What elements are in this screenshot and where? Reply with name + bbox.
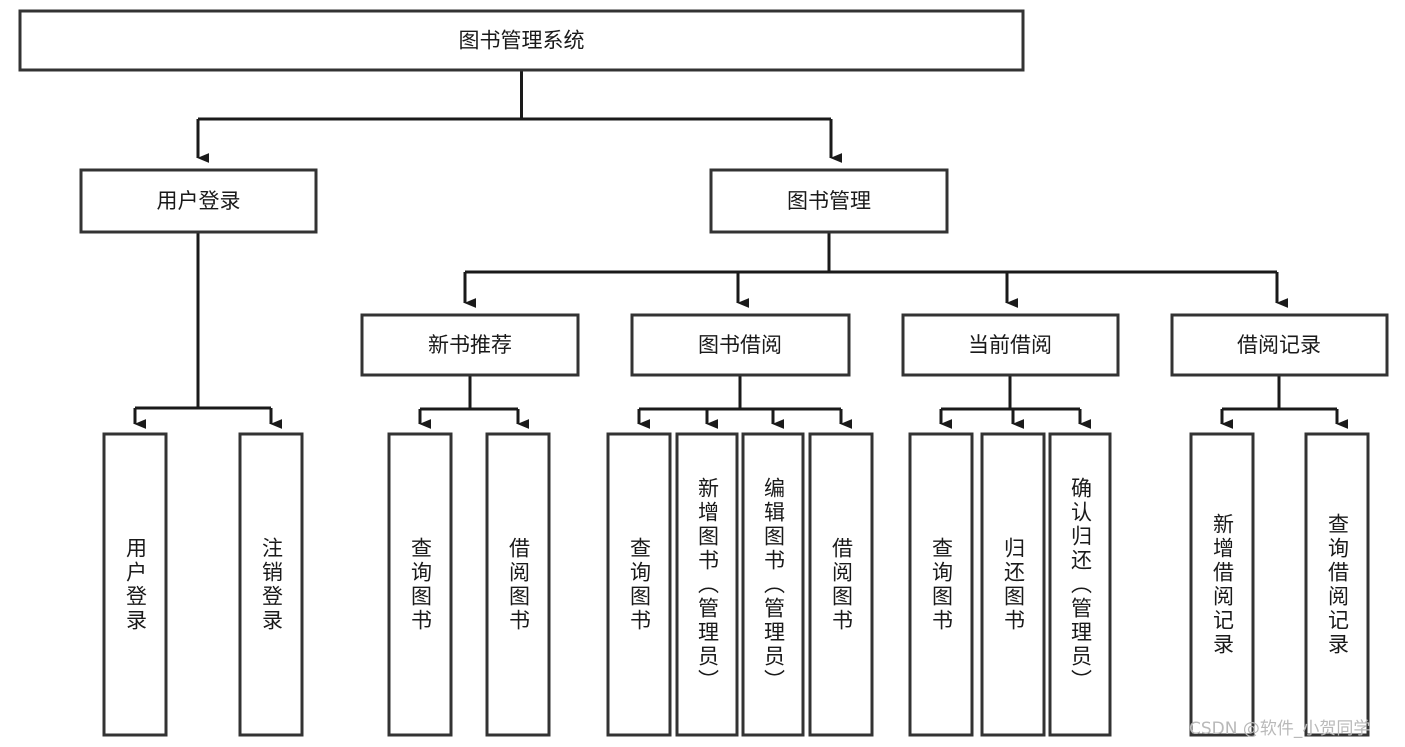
watermark-text: CSDN @软件_小贺同学 (1189, 719, 1371, 739)
node-root-label: 图书管理系统 (459, 29, 585, 53)
node-new-book-recommend-label: 新书推荐 (428, 333, 512, 357)
node-leaf-add-book-box[interactable] (675, 432, 739, 737)
connector-group-user-login-to-leaves (133, 232, 283, 429)
node-borrow-record-label: 借阅记录 (1237, 333, 1321, 357)
connector-group-borrow-record-to-leaves (1220, 375, 1349, 429)
connector-group-book-borrow-to-leaves (637, 375, 853, 429)
node-book-management-label: 图书管理 (787, 189, 871, 213)
node-user-login-box[interactable] (79, 168, 318, 234)
node-user-login-label: 用户登录 (157, 189, 241, 213)
connector-group-new-book-recommend-to-leaves (418, 375, 530, 429)
node-borrow-record-box[interactable] (1170, 313, 1389, 377)
node-root[interactable]: 图书管理系统 (18, 9, 1025, 72)
node-new-book-recommend[interactable]: 新书推荐 (360, 313, 580, 377)
node-current-borrow[interactable]: 当前借阅 (901, 313, 1120, 377)
node-leaf-query-book-2-box[interactable] (606, 432, 672, 737)
connector-group-current-borrow-to-leaves (939, 375, 1092, 429)
node-leaf-add-record-box[interactable] (1189, 432, 1255, 737)
node-book-borrow-label: 图书借阅 (698, 333, 782, 357)
node-leaf-query-book-3-box[interactable] (908, 432, 974, 737)
node-leaf-query-book-1-box[interactable] (387, 432, 453, 737)
node-book-borrow[interactable]: 图书借阅 (630, 313, 851, 377)
node-leaf-return-book-box[interactable] (980, 432, 1046, 737)
connector-group-root-to-level2 (196, 70, 843, 163)
connector-group-book-management-to-level3 (463, 232, 1289, 308)
node-leaf-confirm-return-box[interactable] (1048, 432, 1112, 737)
node-current-borrow-label: 当前借阅 (968, 333, 1052, 357)
node-book-management-box[interactable] (709, 168, 949, 234)
node-root-box[interactable] (18, 9, 1025, 72)
node-leaf-edit-book-box[interactable] (741, 432, 805, 737)
node-user-login[interactable]: 用户登录 (79, 168, 318, 234)
node-book-management[interactable]: 图书管理 (709, 168, 949, 234)
node-leaf-borrow-book-1-box[interactable] (485, 432, 551, 737)
node-leaf-logout-box[interactable] (238, 432, 304, 737)
node-book-borrow-box[interactable] (630, 313, 851, 377)
node-borrow-record[interactable]: 借阅记录 (1170, 313, 1389, 377)
node-leaf-query-record-box[interactable] (1304, 432, 1370, 737)
node-current-borrow-box[interactable] (901, 313, 1120, 377)
node-new-book-recommend-box[interactable] (360, 313, 580, 377)
node-leaf-user-login-box[interactable] (102, 432, 168, 737)
node-leaf-borrow-book-2-box[interactable] (808, 432, 874, 737)
